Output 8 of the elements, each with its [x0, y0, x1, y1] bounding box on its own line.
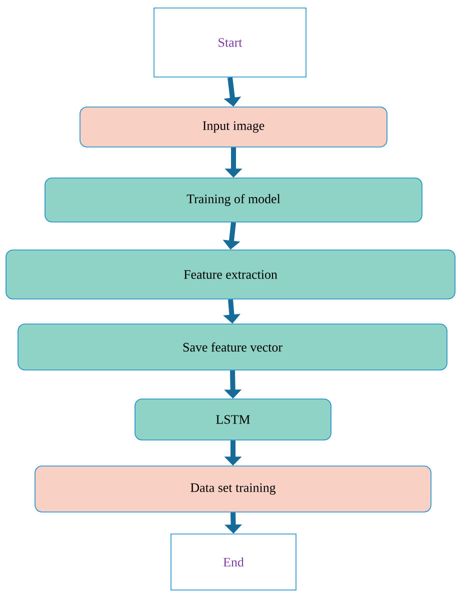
terminal-box: Start: [154, 8, 306, 78]
process-box: Training of model: [44, 178, 422, 222]
terminal-box: End: [170, 534, 296, 590]
process-box: Feature extraction: [6, 250, 456, 300]
process-box: LSTM: [134, 398, 332, 440]
process-box: Save feature vector: [18, 324, 448, 370]
process-box: Data set training: [34, 466, 432, 512]
process-box: Input image: [80, 106, 388, 148]
